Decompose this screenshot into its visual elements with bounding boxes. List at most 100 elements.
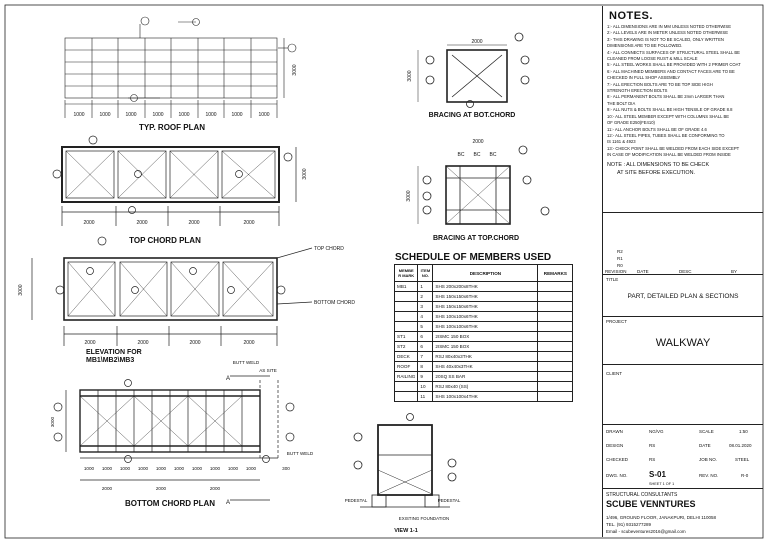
schedule-cell: 2ISMC 150 BOX	[432, 341, 539, 352]
top-dim-4: 2000	[243, 220, 254, 226]
schedule-title: SCHEDULE OF MEMBERS USED	[395, 252, 552, 263]
elevation-title-2: MB1\MB2\MB3	[86, 357, 134, 364]
consultant-label: STRUCTURAL CONSULTANTS	[606, 492, 678, 498]
bot-dim-2: 1000	[102, 466, 113, 471]
elevation	[31, 236, 313, 346]
bottom-chord-plan-title: BOTTOM CHORD PLAN	[125, 499, 215, 508]
schedule-cell: 4	[417, 311, 434, 322]
roof-dim-6: 1000	[205, 112, 216, 118]
schedule-cell	[393, 321, 419, 332]
schedule-cell: DECK	[393, 351, 419, 362]
note-line: IN CASE OF MODIFICATION SHALL BE WELDED …	[607, 152, 731, 158]
schedule-header: MEMBE R MARK ITEM NO. DESCRIPTION REMARK…	[393, 264, 574, 282]
note-line: 5:- ALL STEEL WORKS SHALL BE PROVIDED WI…	[607, 62, 741, 68]
schedule-cell: 1	[417, 281, 434, 292]
date-value: 08.01.2020	[729, 443, 752, 448]
top-chord-label: TOP CHORD	[314, 246, 344, 252]
existing-foundation-label: EXISTING FOUNDATION	[399, 516, 449, 521]
date-label: DATE	[699, 443, 711, 448]
note-line: 9:- ALL NUTS & BOLTS SHALL BE HIGH TENSI…	[607, 107, 733, 113]
schedule-cell: 3	[417, 301, 434, 312]
roof-dim-7: 1000	[231, 112, 242, 118]
note-line: CHECKED IN FULL SHOP ASSEMBLY	[607, 75, 681, 81]
schedule-cell: MB1	[393, 281, 419, 292]
schedule-cell	[537, 321, 574, 332]
bot-dim-9: 1000	[228, 466, 239, 471]
bot-dim-2000-2: 2000	[156, 486, 167, 491]
schedule-cell: RSJ 80x40 (SS)	[432, 381, 539, 392]
schedule-cell	[537, 371, 574, 382]
schedule-cell: 2ISMC 150 BOX	[432, 331, 539, 342]
revision-block: R2 R1 R0 REVISION DATE DESC BY	[603, 212, 763, 274]
top-dim-1: 2000	[83, 220, 94, 226]
rev-no-value: R-0	[741, 473, 749, 478]
elev-dim-1: 2000	[84, 340, 95, 346]
bracing-top-chord	[417, 145, 550, 225]
info-grid: DRAWN NG/VG SCALE 1:50 DESIGN RS DATE 08…	[603, 424, 763, 489]
elev-dim-4: 2000	[243, 340, 254, 346]
client-block: CLIENT	[603, 364, 763, 425]
note-line: 3:- THIS DRAWING IS NOT TO BE SCALED, ON…	[607, 36, 724, 42]
roof-dim-4: 1000	[152, 112, 163, 118]
bot-dim-8: 1000	[210, 466, 221, 471]
bot-dim-7: 1000	[192, 466, 203, 471]
schedule-col-remarks: REMARKS	[537, 264, 574, 282]
bot-dim-300: 300	[282, 466, 290, 471]
schedule-cell: 9	[417, 371, 434, 382]
section-a-top: A	[226, 376, 230, 382]
drawn-value: NG/VG	[649, 429, 664, 434]
project-label: PROJECT	[606, 319, 628, 324]
roof-dim-1: 1000	[73, 112, 84, 118]
elev-dim-height: 3000	[18, 284, 24, 295]
drawn-label: DRAWN	[606, 429, 623, 434]
schedule-cell	[393, 311, 419, 322]
schedule-cell: 20SQ SS BAR	[432, 371, 539, 382]
note-line: STRENGTH ERECTION BOLTS	[607, 88, 668, 94]
bot-dim-10: 1000	[246, 466, 257, 471]
drawing-title: PART, DETAILED PLAN & SECTIONS	[627, 293, 739, 300]
bot-dim-2000-3: 2000	[210, 486, 221, 491]
schedule-cell	[537, 381, 574, 392]
checked-value: RS	[649, 457, 656, 462]
rev-hdr-date: DATE	[637, 269, 649, 274]
schedule-cell: 7	[417, 351, 434, 362]
drawing-title-block: TITLE PART, DETAILED PLAN & SECTIONS	[603, 274, 763, 315]
schedule-cell: SHS 40x40x3THK	[432, 361, 539, 372]
schedule-cell: 8	[417, 361, 434, 372]
job-no-label: JOB NO.	[699, 457, 718, 462]
top-dim-3: 2000	[188, 220, 199, 226]
bot-dim-2000-1: 2000	[102, 486, 113, 491]
bc-label-2: BC	[474, 152, 481, 158]
roof-plan	[64, 16, 297, 118]
project-block: PROJECT WALKWAY	[603, 316, 763, 365]
title-label: TITLE	[606, 277, 619, 282]
note-line: 8:- ALL PERMANENT BOLTS SHALL BE 2mm LAR…	[607, 94, 725, 100]
schedule-cell: SHS 150x150x6THK	[432, 301, 539, 312]
bot-dim-width: 3000	[50, 416, 55, 427]
schedule-cell	[393, 381, 419, 392]
roof-dim-3: 1000	[125, 112, 136, 118]
bracing-bot-dim: 2000	[471, 39, 482, 45]
top-chord-plan	[52, 135, 297, 226]
note-line: OF GRADE E250(FE410)	[607, 120, 655, 126]
roof-dim-5: 1000	[178, 112, 189, 118]
consultant-block: STRUCTURAL CONSULTANTS SCUBE VENNTURES 1…	[603, 488, 763, 538]
note-line: NOTE : ALL DIMENSIONS TO BE CHECK	[607, 161, 710, 168]
rev-hdr-desc: DESC	[679, 269, 692, 274]
bot-dim-4: 1000	[138, 466, 149, 471]
schedule-cell	[537, 301, 574, 312]
schedule-cell: SHS 200x200x8THK	[432, 281, 539, 292]
bot-dim-5: 1000	[156, 466, 167, 471]
schedule-cell: SHS 100x100x6THK	[432, 321, 539, 332]
sheet-border	[4, 4, 764, 539]
notes-list: 1:- ALL DIMENSIONS ARE IN MM UNLESS NOTE…	[607, 24, 757, 177]
schedule-cell: 2	[417, 291, 434, 302]
scale-value: 1:50	[739, 429, 748, 434]
schedule-cell: 6	[417, 341, 434, 352]
